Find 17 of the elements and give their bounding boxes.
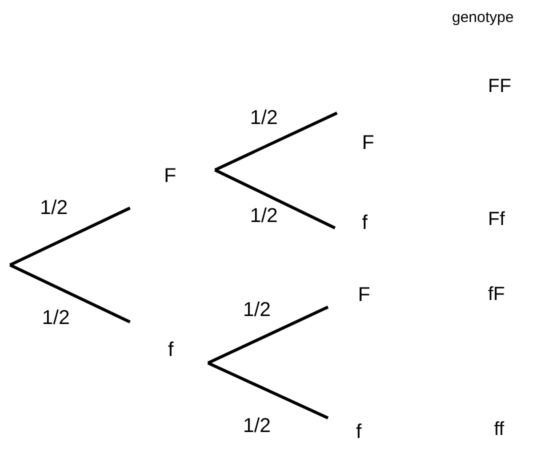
genotype-label: ff <box>494 420 504 439</box>
allele-label: f <box>362 213 368 233</box>
branch-line <box>214 112 338 172</box>
branch-line <box>207 306 329 364</box>
branch-line <box>9 206 131 266</box>
genotype-label: Ff <box>488 210 505 229</box>
allele-label: F <box>358 285 370 305</box>
branch-line <box>207 362 329 420</box>
allele-label: f <box>168 340 174 360</box>
genotype-label: FF <box>488 77 512 96</box>
genotype-label: fF <box>488 285 505 304</box>
column-heading: genotype <box>452 10 514 25</box>
allele-label: f <box>356 422 362 442</box>
allele-label: F <box>362 133 374 153</box>
branch-line <box>214 168 336 230</box>
branch-line <box>9 264 131 324</box>
allele-label: F <box>164 166 176 186</box>
